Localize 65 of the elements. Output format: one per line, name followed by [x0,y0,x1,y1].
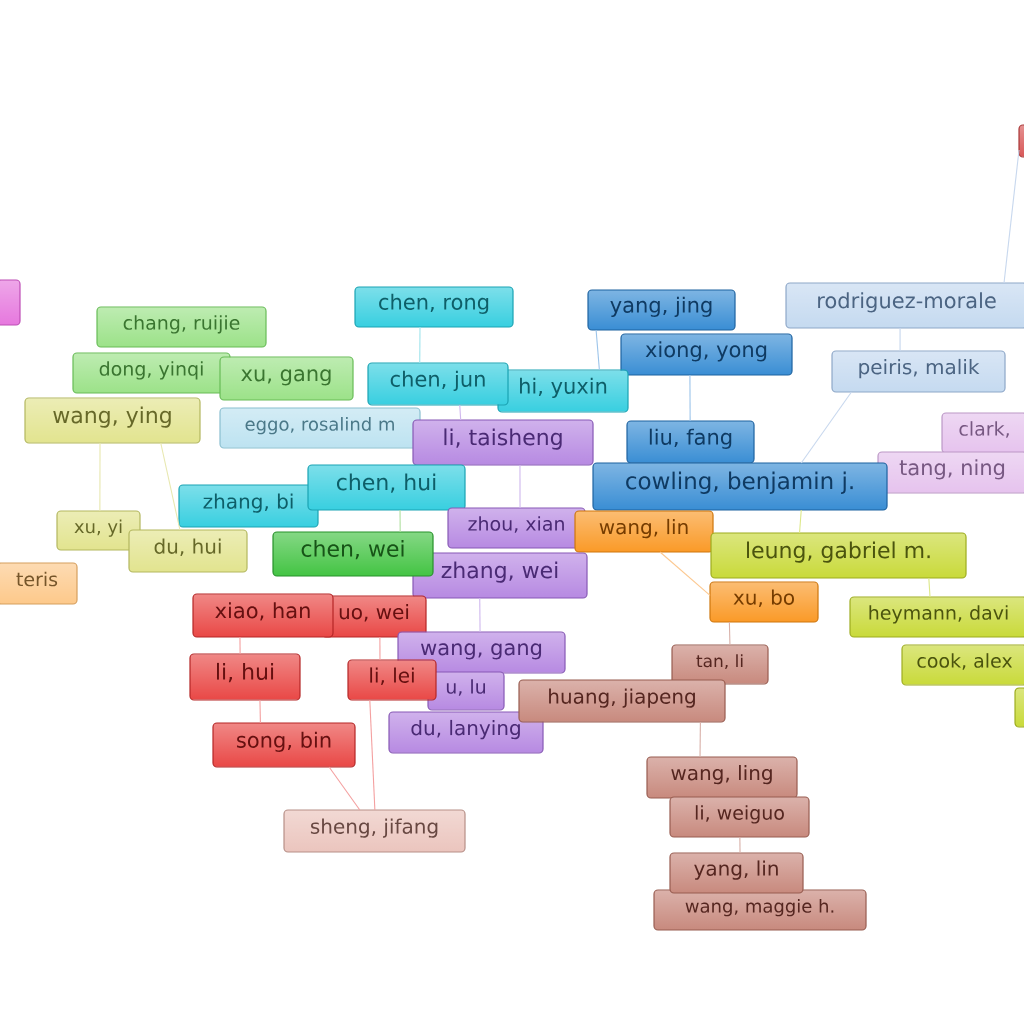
link-line [379,636,381,661]
link-line [239,636,241,655]
name-box: chen, rong [354,286,514,328]
link-line [899,327,901,352]
name-box: xiao, han [192,593,334,638]
name-box: li, lei [347,659,437,701]
name-box: li, taisheng [412,419,594,466]
name-box: cook, alex [901,644,1024,686]
link-line [728,621,731,646]
name-box: wang, ling [646,756,798,799]
name-box: teris [0,562,78,605]
name-box: du, hui [128,529,248,573]
link-line [519,464,521,509]
link-line [928,577,931,598]
name-box: wang, maggie h. [653,889,867,931]
name-box: zhang, wei [412,552,588,599]
node-box [1018,124,1024,158]
name-box: xu, gang [219,356,354,401]
link-line [99,442,101,512]
link-line [328,766,361,811]
link-line [479,597,481,633]
name-box: hi, yuxin [497,369,629,413]
name-box: song, bin [212,722,356,768]
name-box: liu, fang [626,420,755,464]
link-line [800,391,852,464]
link-line [739,836,741,854]
link-line [160,442,181,531]
link-line [699,721,701,758]
name-box: leung, gabriel m. [710,532,967,579]
name-box: chen, hui [307,464,466,511]
name-box: li, weiguo [669,796,810,838]
name-box: xiong, yong [620,333,793,376]
name-box: peiris, malik [831,350,1006,393]
name-box: u, lu [427,671,505,711]
link-line [259,699,261,724]
node-box [0,279,21,326]
name-box: eggo, rosalind m [219,407,421,449]
name-box: yang, jing [587,289,736,331]
link-line [369,699,376,811]
link-line [799,509,802,534]
name-box: clark, [941,412,1024,454]
link-line [595,329,600,371]
link-line [459,404,462,421]
link-line [419,326,421,364]
name-box: heymann, davi [849,596,1024,638]
name-box: li, hui [189,653,301,701]
name-box: zhang, bi [178,484,319,528]
link-line [1003,149,1020,284]
name-box: yang, lin [669,852,804,894]
name-box: wang, lin [574,510,714,553]
name-box: zhou, xian [447,507,586,549]
name-box: dong, yinqi [72,352,231,394]
name-box: wang, ying [24,397,201,444]
name-box: chang, ruijie [96,306,267,348]
name-box: sheng, jifang [283,809,466,853]
node-box [1014,687,1024,728]
link-line [689,374,691,422]
link-line [399,509,401,533]
name-box: xu, yi [56,510,141,551]
name-box: rodriguez-morale [785,282,1024,329]
name-box: xu, bo [709,581,819,623]
name-box: chen, jun [367,362,509,406]
link-line [659,551,711,596]
name-box: chen, wei [272,531,434,577]
name-box: tan, li [671,644,769,685]
